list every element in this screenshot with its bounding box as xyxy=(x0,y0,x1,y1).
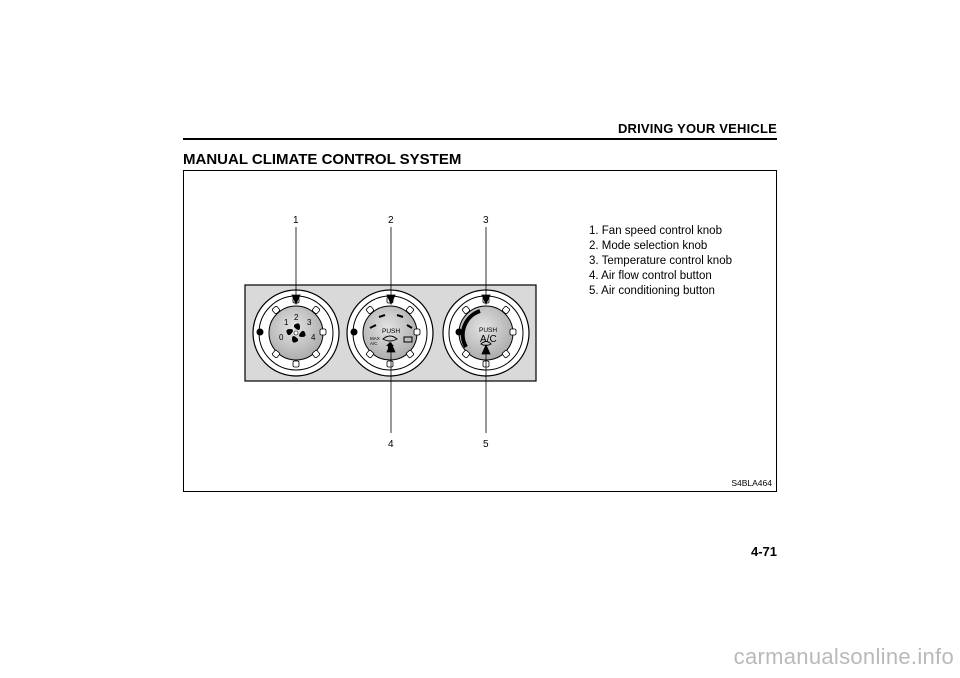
ac-label: A/C xyxy=(480,334,497,345)
legend-item-2: 2. Mode selection knob xyxy=(589,240,708,252)
figure-legend: 1. Fan speed control knob 2. Mode select… xyxy=(589,224,732,299)
figure-code: S4BLA464 xyxy=(731,478,772,488)
legend-item-1: 1. Fan speed control knob xyxy=(589,225,722,237)
mode-max-label: MAX xyxy=(370,336,380,341)
fan-scale-1: 1 xyxy=(284,318,289,327)
page-title: MANUAL CLIMATE CONTROL SYSTEM xyxy=(183,151,462,168)
legend-item-3: 3. Temperature control knob xyxy=(589,255,732,267)
callout-1: 1 xyxy=(293,215,299,226)
callout-5: 5 xyxy=(483,439,489,450)
legend-item-5: 5. Air conditioning button xyxy=(589,285,715,297)
ac-push-label: PUSH xyxy=(479,327,497,334)
watermark: carmanualsonline.info xyxy=(733,644,954,669)
climate-control-illustration: 0 1 2 3 4 PUSH MAX A/C xyxy=(244,215,537,450)
fan-scale-4: 4 xyxy=(311,333,316,342)
fan-scale-3: 3 xyxy=(307,318,312,327)
fan-speed-knob-graphic xyxy=(252,289,340,377)
fan-scale-2: 2 xyxy=(294,313,299,322)
callout-4: 4 xyxy=(388,439,394,450)
header-section-title: DRIVING YOUR VEHICLE xyxy=(617,121,777,136)
mode-ac-label: A/C xyxy=(370,341,378,346)
callout-3: 3 xyxy=(483,215,489,226)
mode-push-label: PUSH xyxy=(382,328,400,335)
fan-scale-0: 0 xyxy=(279,333,284,342)
page-number: 4-71 xyxy=(750,544,777,559)
legend-item-4: 4. Air flow control button xyxy=(589,270,712,282)
callout-2: 2 xyxy=(388,215,394,226)
header-divider xyxy=(183,138,777,140)
climate-control-figure: 0 1 2 3 4 PUSH MAX A/C xyxy=(183,170,777,492)
